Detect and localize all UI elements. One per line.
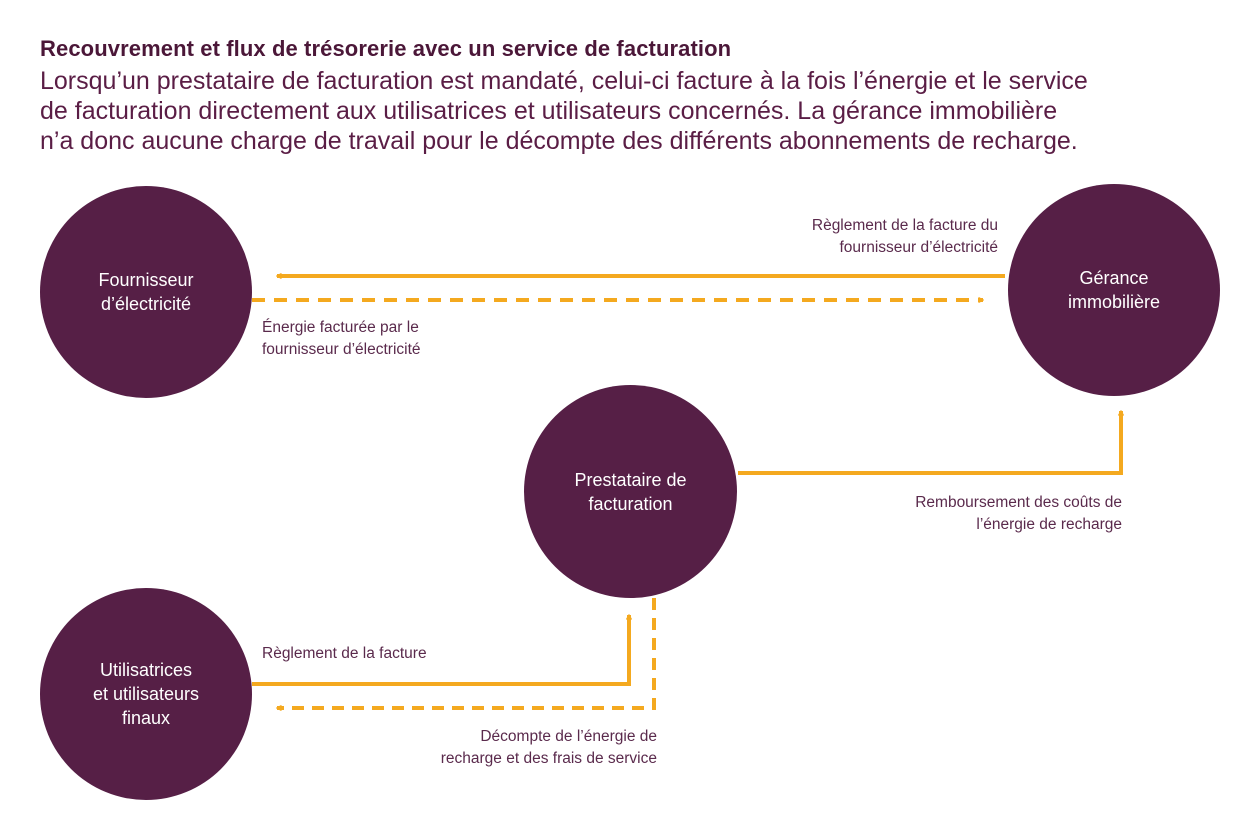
flow-label-line: Énergie facturée par le (262, 319, 419, 336)
intro-line: Lorsqu’un prestataire de facturation est… (40, 67, 1088, 95)
flow-label-line: Décompte de l’énergie de (480, 728, 657, 745)
node-label: facturation (588, 493, 673, 514)
node-label: d’électricité (100, 294, 192, 314)
node-label: Fournisseur (98, 270, 194, 290)
node-label: et utilisateurs (92, 684, 200, 704)
flow-label-line: l’énergie de recharge (976, 516, 1122, 533)
node-fournisseur: Fournisseur d’électricité (40, 186, 252, 398)
label-reglement-facture: Règlement de la facture (262, 643, 427, 665)
diagram-title: Recouvrement et flux de trésorerie avec … (40, 36, 732, 61)
arrow-reglement-facture (252, 615, 629, 686)
intro-line: de facturation directement aux utilisatr… (40, 97, 1058, 125)
flow-label-line: Règlement de la facture du (811, 217, 998, 234)
label-decompte: Décompte de l’énergie de recharge et des… (441, 726, 657, 770)
node-gerance: Gérance immobilière (1008, 184, 1220, 396)
flow-label-line: fournisseur d’électricité (262, 341, 421, 358)
flow-label-line: Remboursement des coûts de (915, 494, 1122, 511)
node-label: Utilisatrices (99, 660, 192, 680)
arrow-decompte (277, 598, 656, 708)
flow-label-line: fournisseur d’électricité (839, 239, 998, 256)
flow-label-line: recharge et des frais de service (440, 750, 657, 767)
arrow-remboursement (738, 411, 1121, 475)
node-label: Prestataire de (574, 469, 687, 490)
flow-label-line: Règlement de la facture (262, 645, 427, 662)
node-label: Gérance (1079, 268, 1149, 288)
node-label: immobilière (1067, 292, 1161, 312)
intro-paragraph: Lorsqu’un prestataire de facturation est… (40, 66, 1170, 156)
label-energie-facturee: Énergie facturée par le fournisseur d’él… (262, 317, 421, 361)
node-label: finaux (121, 708, 171, 728)
intro-line: n’a donc aucune charge de travail pour l… (40, 127, 1078, 155)
label-reglement-fournisseur: Règlement de la facture du fournisseur d… (812, 215, 998, 259)
node-utilisateurs: Utilisatrices et utilisateurs finaux (40, 588, 252, 800)
label-remboursement: Remboursement des coûts de l’énergie de … (915, 492, 1122, 536)
node-prestataire: Prestataire de facturation (524, 385, 737, 598)
